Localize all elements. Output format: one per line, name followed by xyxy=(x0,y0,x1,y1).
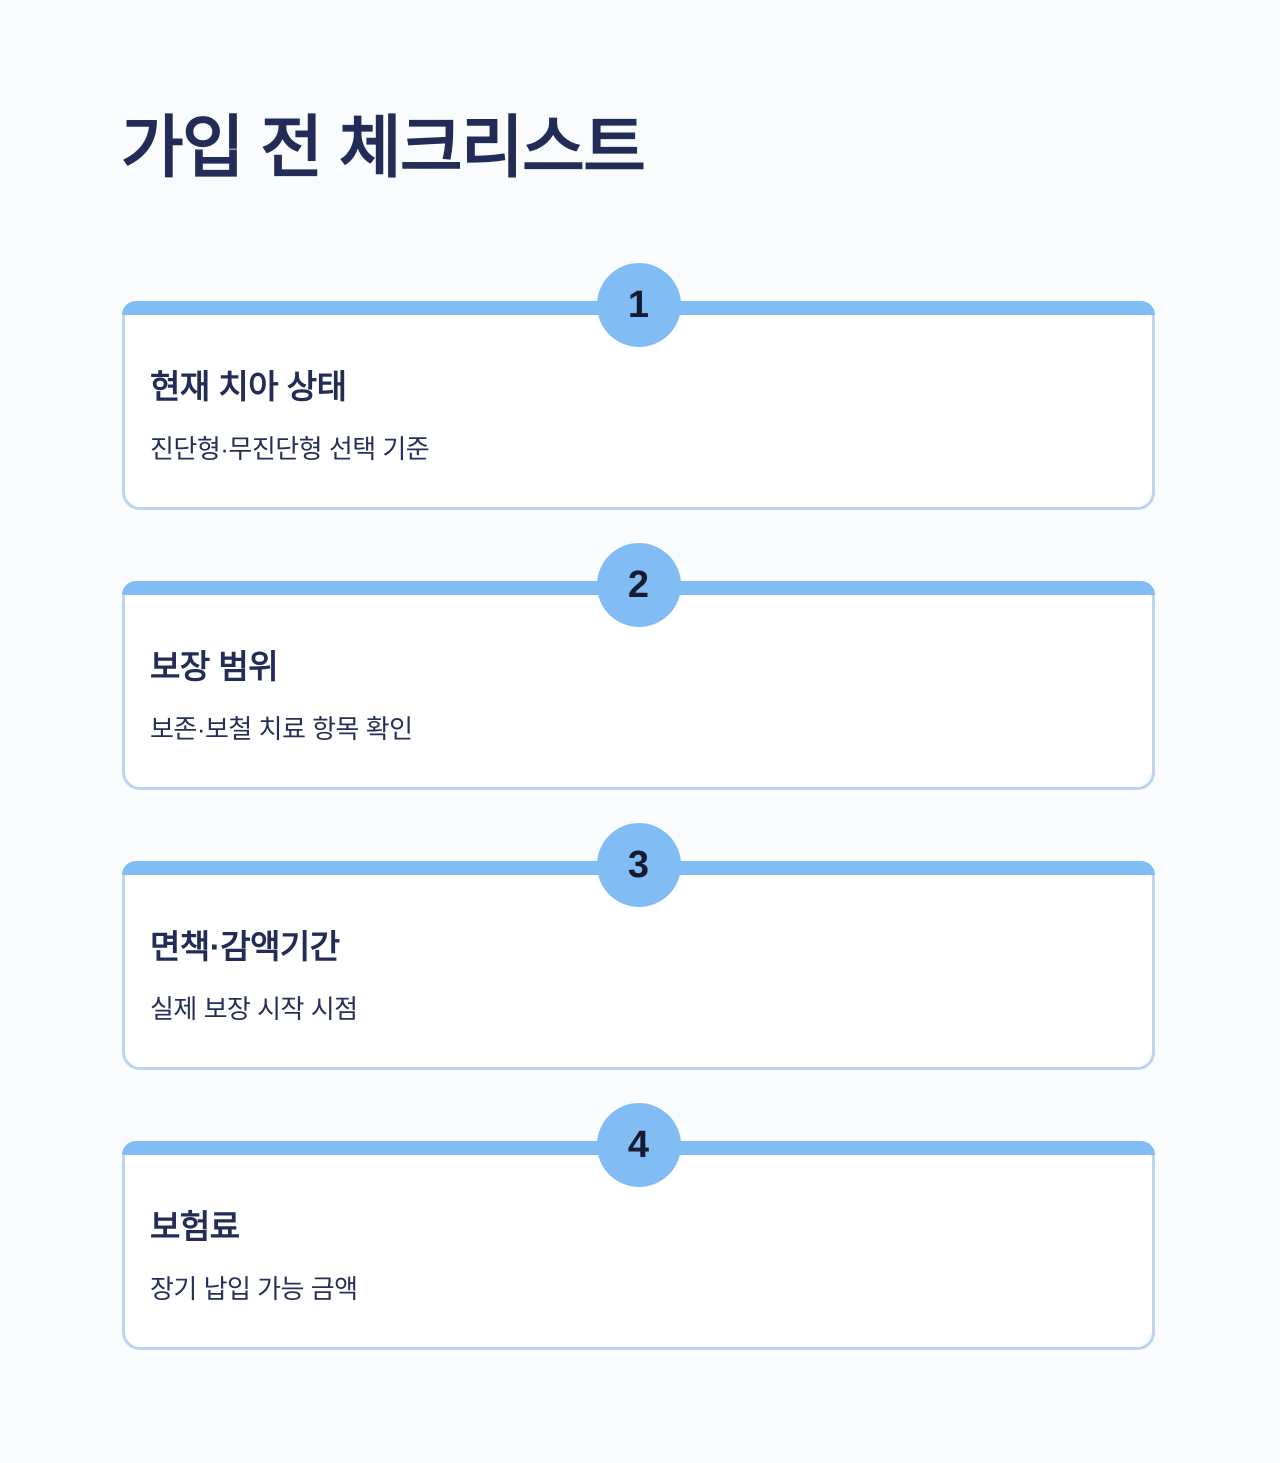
card-number: 3 xyxy=(627,844,650,886)
card-number: 4 xyxy=(627,1124,650,1166)
card-title: 보장 범위 xyxy=(150,648,279,685)
card-number-badge: 1 xyxy=(596,263,681,347)
card-subtitle: 보존·보철 치료 항목 확인 xyxy=(150,714,413,744)
card-title: 현재 치아 상태 xyxy=(150,368,347,405)
card-number-badge: 3 xyxy=(596,823,681,907)
checklist-card: 1 현재 치아 상태 진단형·무진단형 선택 기준 xyxy=(122,263,1155,510)
checklist-card: 3 면책·감액기간 실제 보장 시작 시점 xyxy=(122,823,1155,1070)
card-number-badge: 4 xyxy=(596,1103,681,1187)
checklist-card: 4 보험료 장기 납입 가능 금액 xyxy=(122,1103,1155,1350)
card-title: 면책·감액기간 xyxy=(150,928,340,965)
card-subtitle: 실제 보장 시작 시점 xyxy=(150,994,358,1024)
card-subtitle: 진단형·무진단형 선택 기준 xyxy=(150,434,430,464)
checklist-card: 2 보장 범위 보존·보철 치료 항목 확인 xyxy=(122,543,1155,790)
card-title: 보험료 xyxy=(150,1208,240,1245)
card-number-badge: 2 xyxy=(596,543,681,627)
card-subtitle: 장기 납입 가능 금액 xyxy=(150,1274,358,1304)
page-title: 가입 전 체크리스트 xyxy=(121,110,646,186)
card-number: 2 xyxy=(627,564,650,606)
card-number: 1 xyxy=(627,284,650,326)
